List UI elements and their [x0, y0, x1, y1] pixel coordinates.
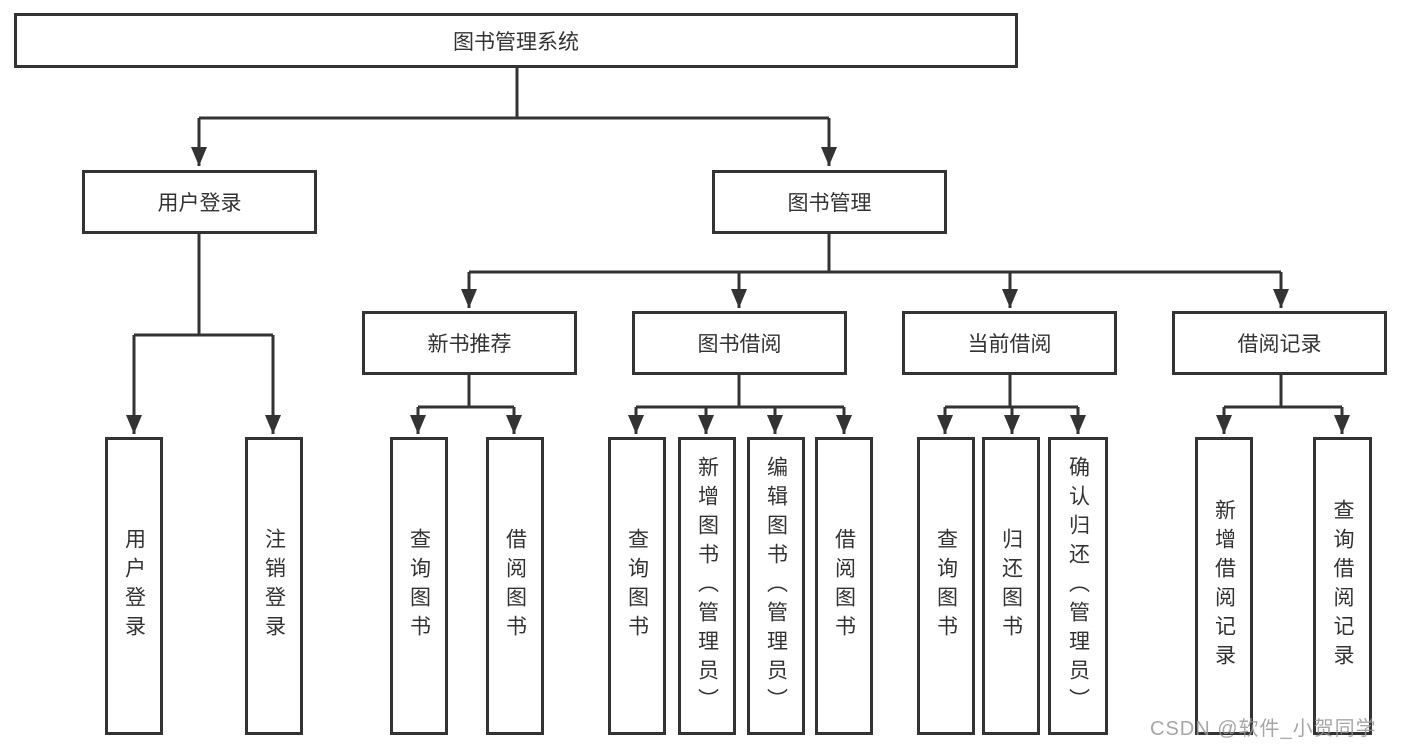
connector-records-bar — [1224, 374, 1342, 409]
node-book-borrow: 图书借阅 — [632, 311, 847, 375]
node-current-borrow: 当前借阅 — [902, 311, 1117, 375]
leaf-edit-book-admin-label: 编辑图书（管理员） — [764, 455, 788, 717]
leaf-logout: 注销登录 — [245, 437, 303, 735]
leaf-confirm-return-admin-label: 确认归还（管理员） — [1066, 455, 1090, 717]
node-book-management-label: 图书管理 — [787, 192, 872, 215]
node-root-label: 图书管理系统 — [453, 30, 579, 54]
leaf-user-login-label: 用户登录 — [122, 528, 146, 644]
connector-borrow-bar — [636, 374, 844, 409]
node-new-book-recommend-label: 新书推荐 — [427, 333, 512, 356]
connector-userlogin-bar — [134, 233, 273, 337]
connector-root-bar — [199, 67, 829, 120]
node-new-book-recommend: 新书推荐 — [362, 311, 577, 375]
leaf-edit-book-admin: 编辑图书（管理员） — [747, 437, 805, 735]
leaf-return-book-label: 归还图书 — [999, 528, 1023, 644]
leaf-query-book-2: 查询图书 — [608, 437, 666, 735]
leaf-add-book-admin: 新增图书（管理员） — [678, 437, 736, 735]
leaf-query-borrow-record: 查询借阅记录 — [1313, 437, 1372, 735]
connector-current-bar — [945, 374, 1078, 409]
leaf-borrow-book-2-label: 借阅图书 — [832, 528, 856, 644]
leaf-borrow-book-1: 借阅图书 — [486, 437, 544, 735]
leaf-query-borrow-record-label: 查询借阅记录 — [1331, 499, 1354, 673]
node-book-management: 图书管理 — [712, 170, 947, 234]
leaf-query-book-3: 查询图书 — [917, 437, 975, 735]
leaf-add-borrow-record-label: 新增借阅记录 — [1212, 499, 1236, 673]
leaf-borrow-book-1-label: 借阅图书 — [503, 528, 527, 644]
leaf-confirm-return-admin: 确认归还（管理员） — [1048, 437, 1108, 735]
connector-newbook-bar — [418, 374, 514, 409]
node-book-borrow-label: 图书借阅 — [697, 333, 782, 356]
leaf-query-book-1-label: 查询图书 — [407, 528, 431, 644]
leaf-query-book-3-label: 查询图书 — [934, 528, 958, 644]
node-borrow-records-label: 借阅记录 — [1237, 333, 1322, 356]
leaf-add-borrow-record: 新增借阅记录 — [1195, 437, 1253, 735]
node-borrow-records: 借阅记录 — [1172, 311, 1387, 375]
leaf-borrow-book-2: 借阅图书 — [815, 437, 873, 735]
node-user-login: 用户登录 — [82, 170, 317, 234]
csdn-watermark: CSDN @软件_小贺同学 — [1150, 718, 1377, 740]
node-current-borrow-label: 当前借阅 — [967, 333, 1052, 356]
leaf-return-book: 归还图书 — [982, 437, 1040, 735]
node-root: 图书管理系统 — [14, 13, 1018, 68]
leaf-add-book-admin-label: 新增图书（管理员） — [695, 455, 719, 717]
node-user-login-label: 用户登录 — [157, 192, 242, 215]
leaf-query-book-2-label: 查询图书 — [625, 528, 649, 644]
connector-bookmgmt-bar — [469, 233, 1281, 274]
leaf-user-login: 用户登录 — [105, 437, 163, 735]
leaf-logout-label: 注销登录 — [262, 528, 286, 644]
leaf-query-book-1: 查询图书 — [390, 437, 448, 735]
